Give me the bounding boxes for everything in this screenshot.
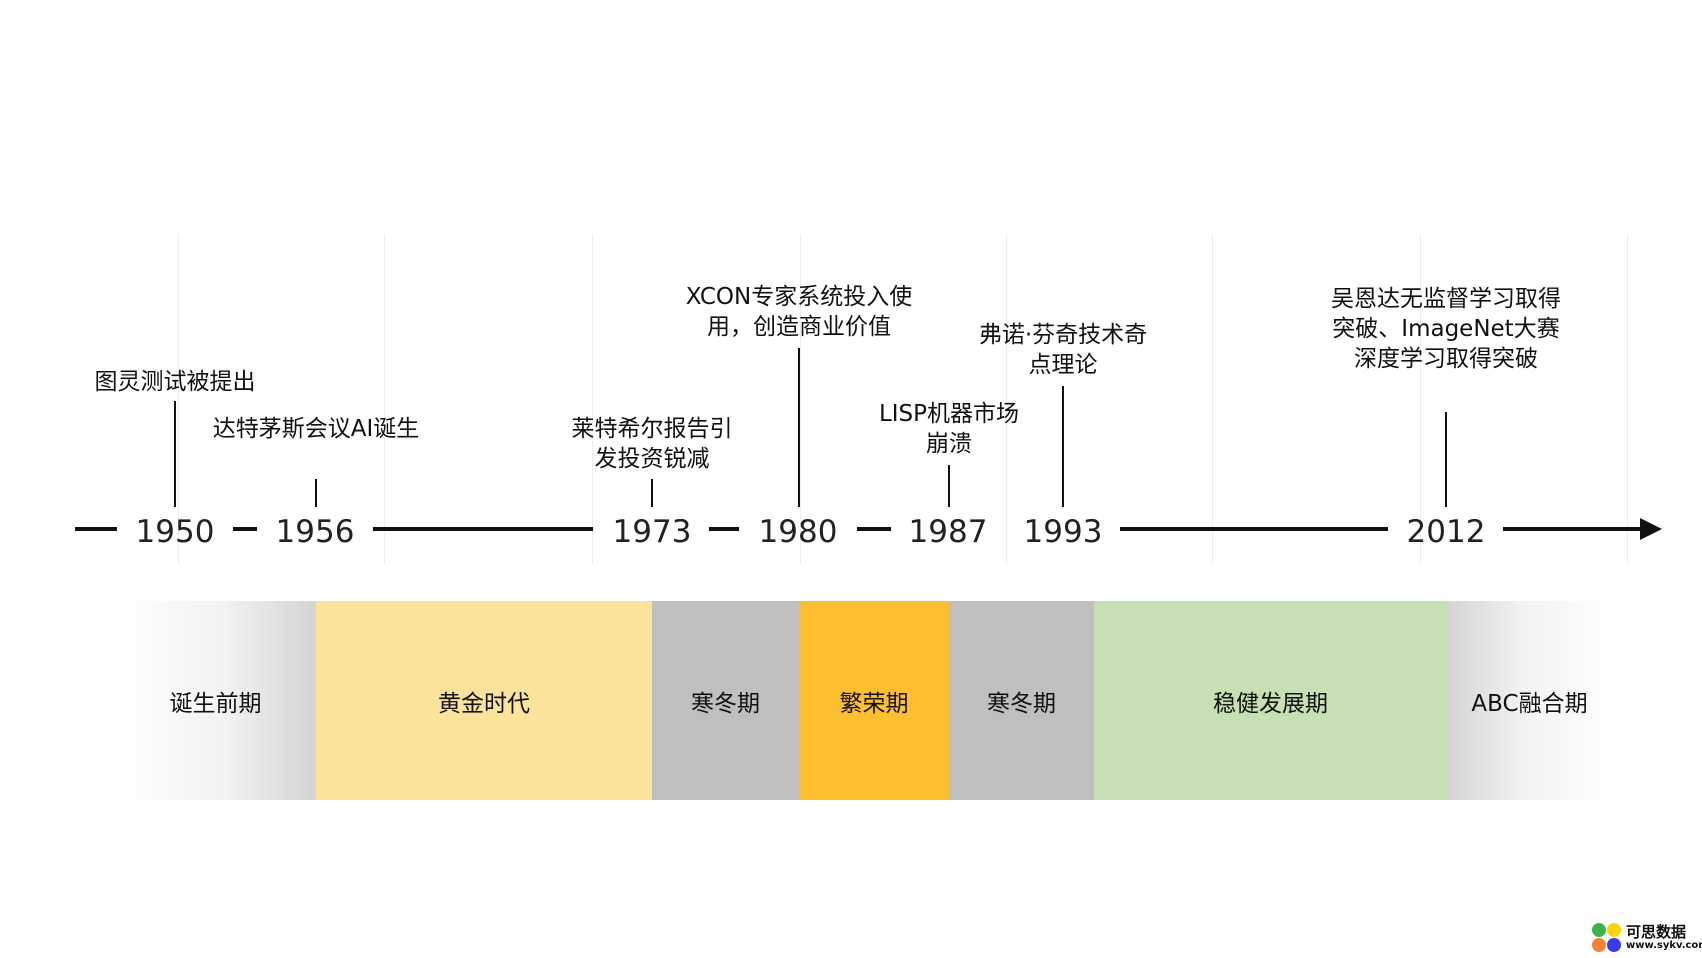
gridline xyxy=(384,234,385,564)
period-label: 诞生前期 xyxy=(169,690,262,717)
period-band: 稳健发展期 xyxy=(1094,601,1447,800)
period-band: 寒冬期 xyxy=(949,601,1094,800)
year-label: 1973 xyxy=(612,514,692,550)
event-label: 达特茅斯会议AI诞生 xyxy=(212,416,420,442)
event-label: 吴恩达无监督学习取得突破、ImageNet大赛深度学习取得突破 xyxy=(1331,286,1561,372)
year-label: 1980 xyxy=(758,514,838,550)
year-label: 2012 xyxy=(1406,514,1486,550)
period-label: 繁荣期 xyxy=(839,690,909,717)
period-band: 繁荣期 xyxy=(799,601,949,800)
event-stem xyxy=(1062,386,1064,507)
period-label: 寒冬期 xyxy=(987,690,1056,717)
timeline-axis-segment xyxy=(1503,527,1643,531)
period-band: ABC融合期 xyxy=(1447,601,1612,800)
gridline xyxy=(592,234,593,564)
period-band: 黄金时代 xyxy=(316,601,652,800)
timeline-axis-segment xyxy=(1120,527,1388,531)
logo-dot xyxy=(1592,923,1606,937)
period-label: 黄金时代 xyxy=(438,690,530,717)
event-stem xyxy=(174,401,176,507)
timeline-axis-segment xyxy=(857,527,891,531)
gridline xyxy=(1420,234,1421,564)
event-label: 弗诺·芬奇技术奇点理论 xyxy=(978,322,1148,378)
timeline-axis-segment xyxy=(709,527,739,531)
timeline-arrow-icon xyxy=(1640,518,1662,540)
gridline xyxy=(1627,234,1628,564)
event-label: XCON专家系统投入使用，创造商业价值 xyxy=(685,284,913,340)
event-stem xyxy=(315,479,317,507)
event-stem xyxy=(651,479,653,507)
event-label: 莱特希尔报告引发投资锐减 xyxy=(571,416,733,472)
period-band: 诞生前期 xyxy=(115,601,316,800)
event-stem xyxy=(1445,412,1447,507)
logo-url: www.sykv.com xyxy=(1626,940,1702,951)
period-label: 稳健发展期 xyxy=(1213,690,1328,717)
event-label: LISP机器市场崩溃 xyxy=(878,401,1020,457)
event-label: 图灵测试被提出 xyxy=(94,369,256,395)
period-label: 寒冬期 xyxy=(691,690,760,717)
timeline-axis-segment xyxy=(233,527,257,531)
gridline xyxy=(1006,234,1007,564)
event-stem xyxy=(798,348,800,507)
year-label: 1993 xyxy=(1023,514,1103,550)
gridline xyxy=(800,234,801,564)
timeline-axis-segment xyxy=(373,527,593,531)
year-label: 1950 xyxy=(135,514,215,550)
watermark-logo: 可思数据 www.sykv.com xyxy=(1590,921,1702,955)
logo-dot xyxy=(1607,923,1621,937)
timeline-axis-segment xyxy=(75,527,117,531)
logo-name: 可思数据 xyxy=(1626,923,1687,941)
event-stem xyxy=(948,465,950,507)
logo-dot xyxy=(1607,938,1621,952)
logo-dot xyxy=(1592,938,1606,952)
year-label: 1956 xyxy=(275,514,355,550)
gridline xyxy=(1212,234,1213,564)
period-label: ABC融合期 xyxy=(1471,690,1588,717)
gridline xyxy=(178,234,179,564)
year-label: 1987 xyxy=(908,514,988,550)
period-band: 寒冬期 xyxy=(652,601,799,800)
